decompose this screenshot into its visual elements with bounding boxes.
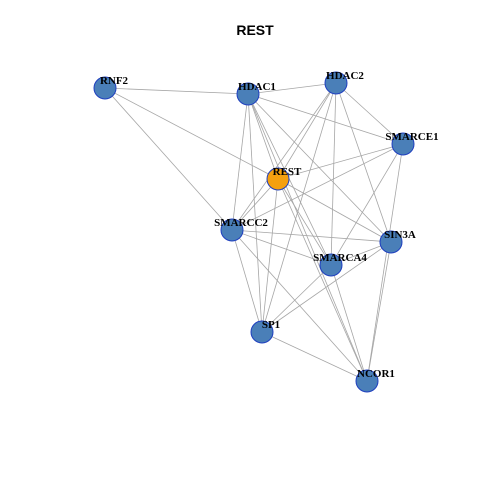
node-label-ncor1: NCOR1: [357, 368, 395, 380]
edge-rest-ncor1: [277, 178, 368, 382]
node-smarce1: [391, 132, 415, 156]
node-sp1: [250, 320, 274, 344]
edge-layer: [104, 82, 404, 382]
edge-smarca4-sp1: [261, 264, 332, 333]
node-label-sp1: SP1: [262, 319, 280, 331]
edge-hdac1-ncor1: [247, 93, 368, 382]
edge-hdac2-smarce1: [335, 82, 404, 145]
edge-hdac2-rest: [277, 82, 337, 180]
node-label-hdac1: HDAC1: [238, 81, 276, 93]
edge-smarcc2-smarca4: [231, 229, 332, 266]
node-smarca4: [319, 253, 343, 277]
edge-smarcc2-sin3a: [231, 229, 392, 243]
edge-hdac2-sp1: [261, 82, 337, 333]
node-label-smarcc2: SMARCC2: [214, 217, 268, 229]
edge-rest-smarca4: [277, 178, 332, 266]
node-rest: [266, 167, 290, 191]
edge-smarce1-rest: [277, 143, 404, 180]
edge-hdac2-smarcc2: [231, 82, 337, 231]
edge-hdac2-sin3a: [335, 82, 392, 243]
node-label-sin3a: SIN3A: [384, 229, 416, 241]
node-label-hdac2: HDAC2: [326, 70, 364, 82]
edge-smarce1-smarca4: [330, 143, 404, 266]
node-hdac2: [324, 71, 348, 95]
edge-hdac2-smarca4: [330, 82, 337, 266]
node-hdac1: [236, 82, 260, 106]
edge-hdac1-sp1: [247, 93, 263, 333]
node-label-rest: REST: [273, 166, 302, 178]
edge-rnf2-rest: [104, 87, 279, 180]
edge-smarcc2-sp1: [231, 229, 263, 333]
edge-rest-sp1: [261, 178, 279, 333]
edge-smarca4-ncor1: [330, 264, 368, 382]
edge-sin3a-sp1: [261, 241, 392, 333]
edge-hdac1-rest: [247, 93, 279, 180]
edge-rnf2-smarcc2: [104, 87, 233, 231]
node-rnf2: [93, 76, 117, 100]
edge-rest-sin3a: [277, 178, 392, 243]
edge-smarce1-smarcc2: [231, 143, 404, 231]
edge-sin3a-ncor1: [366, 241, 392, 382]
node-smarcc2: [220, 218, 244, 242]
graph-title: REST: [236, 22, 274, 38]
node-sin3a: [379, 230, 403, 254]
node-label-smarce1: SMARCE1: [385, 131, 438, 143]
node-label-rnf2: RNF2: [100, 75, 129, 87]
edge-hdac1-sin3a: [247, 93, 392, 243]
edge-rnf2-hdac1: [104, 87, 249, 95]
edge-sp1-ncor1: [261, 331, 368, 382]
node-label-smarca4: SMARCA4: [313, 252, 367, 264]
edge-hdac1-smarcc2: [231, 93, 249, 231]
node-ncor1: [355, 369, 379, 393]
edge-hdac1-hdac2: [247, 82, 337, 95]
edge-smarce1-ncor1: [366, 143, 404, 382]
